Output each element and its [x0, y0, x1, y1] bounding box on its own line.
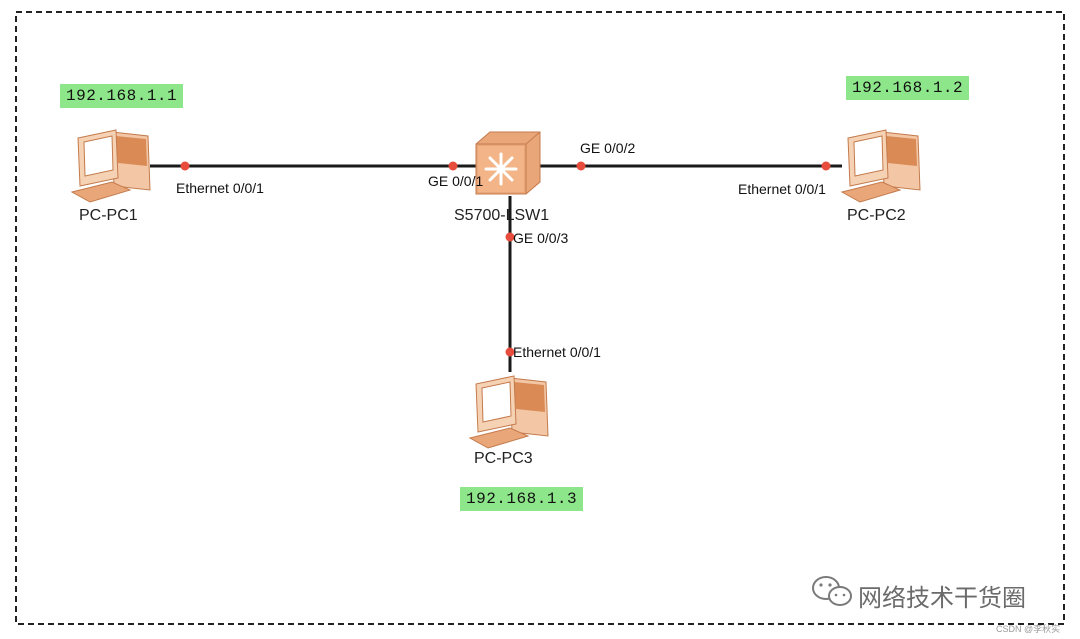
ip-label-pc1: 192.168.1.1: [60, 84, 184, 108]
device-name-sw1: S5700-LSW1: [454, 207, 550, 224]
pc-icon[interactable]: [70, 129, 151, 203]
pc-icon[interactable]: [840, 129, 921, 203]
device-name-pc2: PC-PC2: [847, 207, 906, 224]
watermark-small: CSDN @李秋实: [996, 624, 1061, 634]
pc-icon[interactable]: [468, 375, 549, 449]
port-label-pc3-eth: Ethernet 0/0/1: [513, 344, 601, 360]
port-dot[interactable]: [505, 347, 515, 357]
port-label-sw1-ge2: GE 0/0/2: [580, 140, 636, 156]
wechat-icon: [812, 576, 852, 606]
links: [150, 164, 842, 372]
watermark-text: 网络技术干货圈: [858, 584, 1026, 612]
port-label-sw1-ge1: GE 0/0/1: [428, 173, 484, 189]
port-dot[interactable]: [505, 232, 515, 242]
port-dot[interactable]: [180, 161, 190, 171]
device-name-pc3: PC-PC3: [474, 450, 533, 467]
port-label-sw1-ge3: GE 0/0/3: [513, 230, 569, 246]
port-dot[interactable]: [448, 161, 458, 171]
device-name-pc1: PC-PC1: [79, 207, 138, 224]
port-dots: [180, 161, 831, 357]
port-dot[interactable]: [821, 161, 831, 171]
port-dot[interactable]: [576, 161, 586, 171]
port-label-pc1-eth: Ethernet 0/0/1: [176, 180, 264, 196]
port-label-pc2-eth: Ethernet 0/0/1: [738, 181, 826, 197]
ip-label-pc3: 192.168.1.3: [460, 487, 584, 511]
diagram-frame: [15, 11, 1065, 625]
switch-icon[interactable]: [475, 131, 541, 195]
ip-label-pc2: 192.168.1.2: [846, 76, 970, 100]
